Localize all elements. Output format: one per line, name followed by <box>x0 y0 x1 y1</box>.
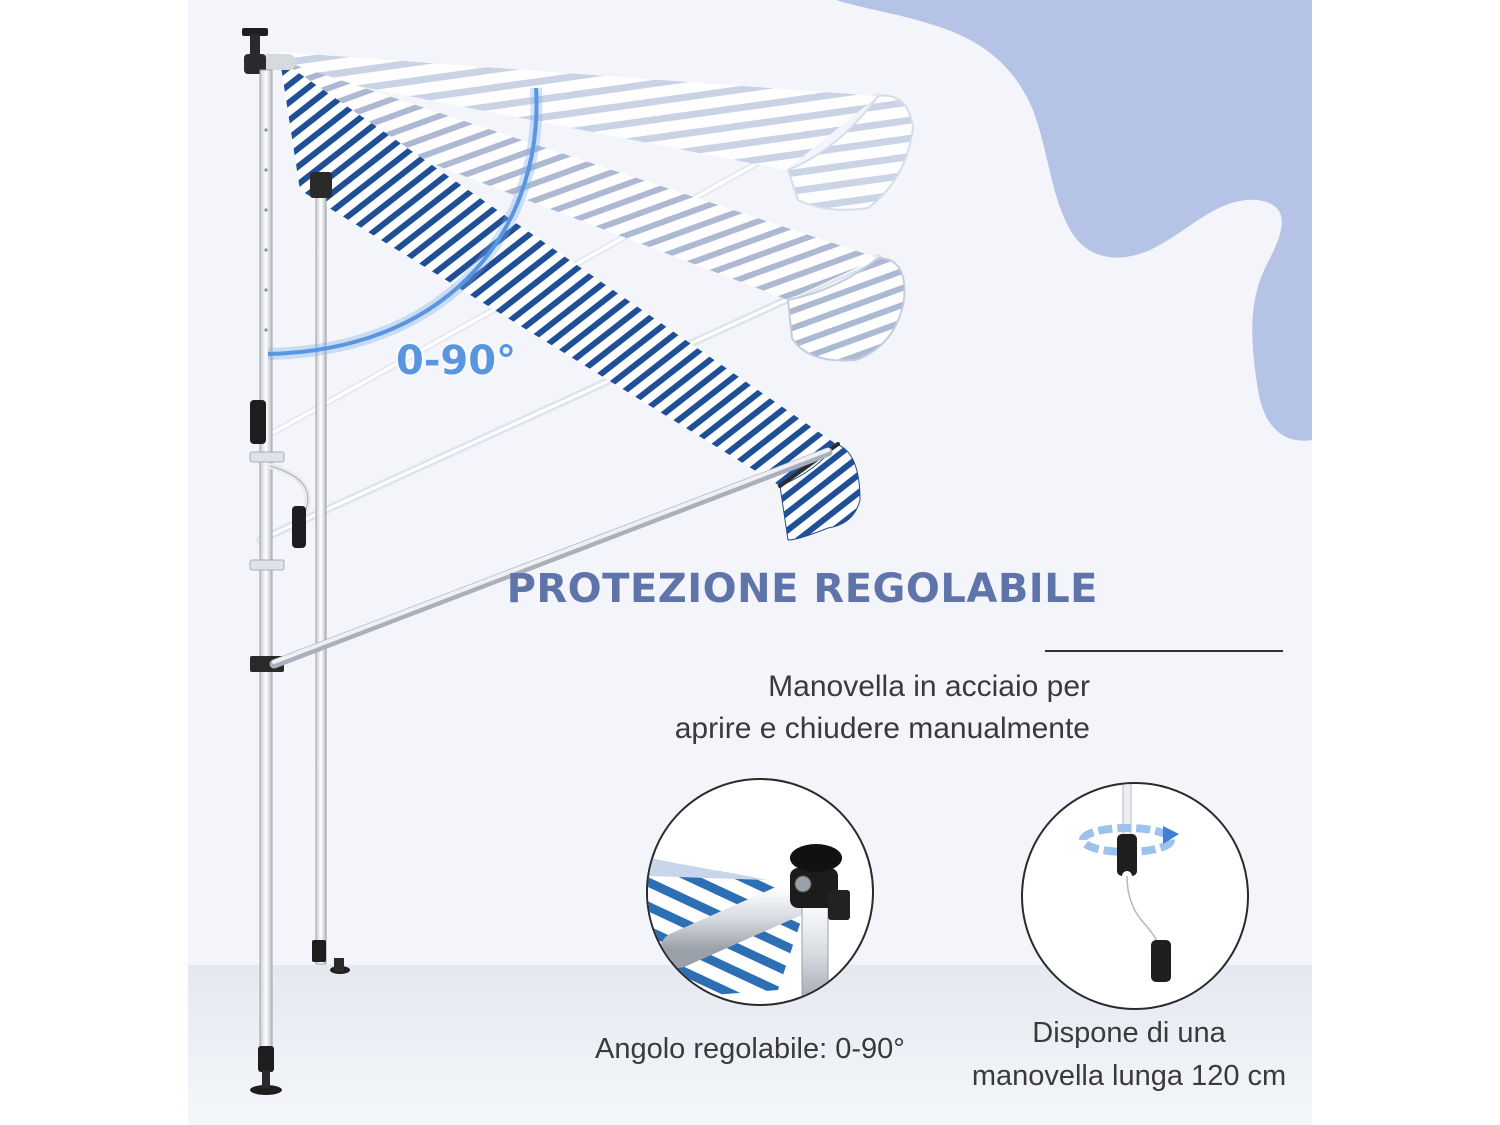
description-line-2: aprire e chiudere manualmente <box>674 712 1090 745</box>
caption-crank-line-2: manovella lunga 120 cm <box>971 1060 1287 1092</box>
caption-angle: Angolo regolabile: 0-90° <box>595 1033 905 1065</box>
background-blob <box>836 0 1312 441</box>
product-canvas: 0-90° PROTEZIONE REGOLABILE Manovella in… <box>188 0 1312 1125</box>
detail-crank <box>1021 782 1249 1010</box>
caption-crank-line-1: Dispone di una <box>1032 1017 1226 1049</box>
headline: PROTEZIONE REGOLABILE <box>506 566 1098 612</box>
crank-image <box>1079 784 1179 982</box>
angle-range-label: 0-90° <box>396 338 517 384</box>
angle-joint-image <box>648 844 850 1004</box>
caption-crank: Dispone di una manovella lunga 120 cm <box>958 1012 1300 1098</box>
description-line-1: Manovella in acciaio per <box>768 670 1090 703</box>
description: Manovella in acciaio per aprire e chiude… <box>570 666 1090 750</box>
awning-illustration <box>242 28 915 1095</box>
angle-arc-icon <box>267 87 543 360</box>
divider-line <box>1045 650 1283 652</box>
detail-angle-joint <box>646 778 874 1006</box>
